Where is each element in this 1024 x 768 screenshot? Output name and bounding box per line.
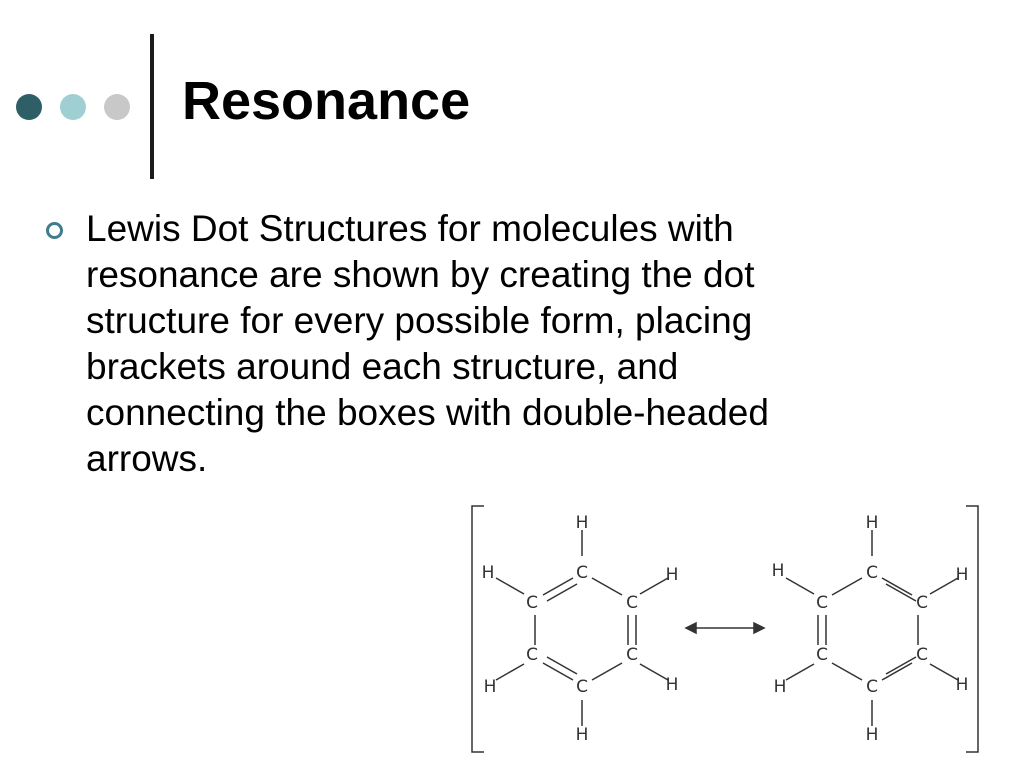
bullet-ring-icon — [46, 222, 63, 239]
atom-h: H — [772, 561, 785, 581]
atom-h: H — [482, 563, 495, 583]
atom-c: C — [816, 593, 828, 613]
slide-title: Resonance — [182, 71, 471, 131]
atom-c: C — [916, 645, 928, 665]
atom-h: H — [866, 513, 879, 533]
atom-h: H — [576, 513, 589, 533]
atom-h: H — [484, 677, 497, 697]
bullet-item: Lewis Dot Structures for molecules with … — [46, 206, 826, 482]
atom-h: H — [576, 725, 589, 745]
atom-h: H — [666, 675, 679, 695]
atom-h: H — [866, 725, 879, 745]
atom-c: C — [526, 593, 538, 613]
structure-2-atoms: H C H C C H C C H H C H — [772, 513, 969, 745]
atom-c: C — [576, 563, 588, 583]
right-bracket — [966, 505, 979, 753]
left-bracket — [471, 505, 484, 753]
atom-c: C — [526, 645, 538, 665]
atom-c: C — [916, 593, 928, 613]
atom-h: H — [774, 677, 787, 697]
bullet-text: Lewis Dot Structures for molecules with … — [86, 208, 769, 479]
atom-c: C — [576, 677, 588, 697]
atom-h: H — [956, 675, 969, 695]
structure-1-atoms: H C H C C H C C H H C H — [482, 513, 679, 745]
decoration-dot-gray — [104, 94, 130, 120]
decoration-dot-light — [60, 94, 86, 120]
atom-c: C — [626, 645, 638, 665]
atom-c: C — [626, 593, 638, 613]
title-divider — [150, 34, 154, 179]
decoration-dot-dark — [16, 94, 42, 120]
atom-c: C — [866, 677, 878, 697]
atom-c: C — [866, 563, 878, 583]
atom-c: C — [816, 645, 828, 665]
resonance-diagram: H C H C C H C C H H C H H C H C C H C C … — [471, 505, 979, 753]
atom-h: H — [666, 565, 679, 585]
bullet-list: Lewis Dot Structures for molecules with … — [46, 206, 826, 482]
atom-h: H — [956, 565, 969, 585]
